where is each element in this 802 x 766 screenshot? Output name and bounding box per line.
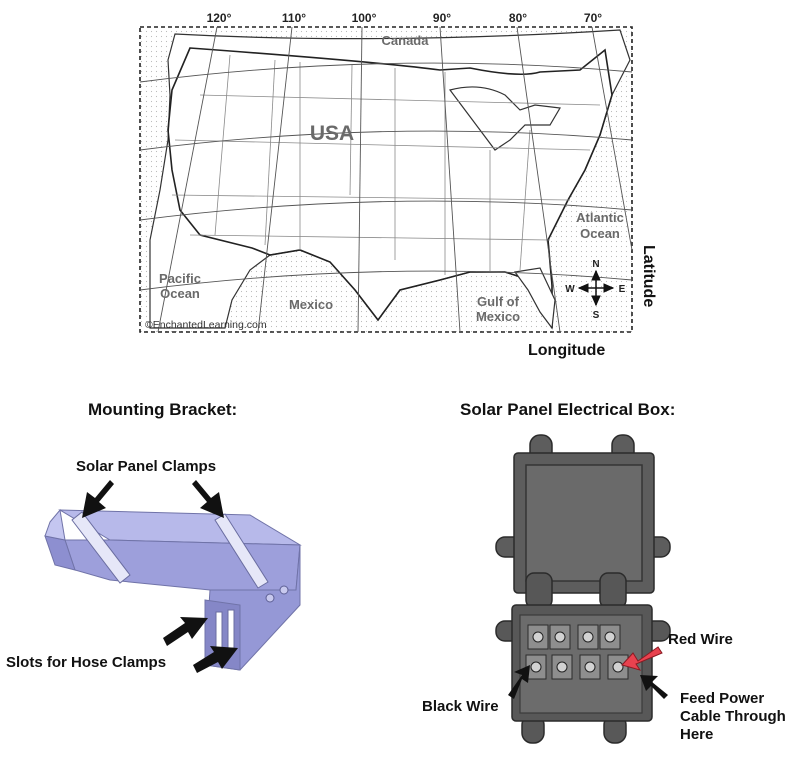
compass-e: E xyxy=(619,284,626,295)
latitude-lines xyxy=(139,62,633,291)
longitude-label-4: 80° xyxy=(509,11,527,25)
terminal-screws xyxy=(530,631,624,673)
feed-cable-arrow xyxy=(640,675,668,699)
solar-panel-clamp-left xyxy=(71,511,131,584)
feed-power-label-line2: Cable Through xyxy=(680,708,786,725)
map-credit: ©EnchantedLearning.com xyxy=(145,319,267,331)
gulf-label-line2: Mexico xyxy=(476,309,520,324)
usa-map: 120° 110° 100° 90° 80° 70° Canada USA Me… xyxy=(139,11,657,359)
hose-clamp-slot xyxy=(215,611,223,651)
red-wire-label: Red Wire xyxy=(668,631,733,648)
box-hinges xyxy=(525,572,627,609)
state-lines xyxy=(171,54,601,275)
mexico-label: Mexico xyxy=(289,297,333,312)
feed-power-label-line1: Feed Power xyxy=(680,690,765,707)
clamp-arrow-left xyxy=(82,480,114,518)
longitude-axis-label: Longitude xyxy=(528,342,605,359)
longitude-label-5: 70° xyxy=(584,11,602,25)
compass-rose xyxy=(577,269,615,307)
black-wire-arrow xyxy=(508,665,530,699)
solar-panel-clamps-label: Solar Panel Clamps xyxy=(76,458,217,475)
florida xyxy=(513,267,556,330)
compass-n: N xyxy=(592,259,599,270)
clamp-arrow-right xyxy=(192,480,224,518)
pacific-label-line1: Pacific xyxy=(159,271,201,286)
electrical-box-heading: Solar Panel Electrical Box: xyxy=(460,400,676,419)
atlantic-label-line1: Atlantic xyxy=(576,210,624,225)
mounting-bracket-illustration xyxy=(44,480,302,673)
longitude-label-1: 110° xyxy=(282,11,306,25)
longitude-label-2: 100° xyxy=(352,11,377,25)
lid-panel xyxy=(525,464,643,582)
black-wire-label: Black Wire xyxy=(422,698,499,715)
gulf-label-line1: Gulf of xyxy=(477,294,520,309)
longitude-lines xyxy=(157,26,633,333)
feed-power-label: Feed Power Cable Through Here xyxy=(680,690,786,744)
atlantic-label-line2: Ocean xyxy=(580,226,620,241)
great-lakes xyxy=(448,86,561,151)
hose-clamp-slots-label: Slots for Hose Clamps xyxy=(6,654,167,671)
feed-power-label-line3: Here xyxy=(680,726,714,743)
electrical-box-illustration xyxy=(495,434,671,744)
longitude-label-0: 120° xyxy=(207,11,232,25)
slot-arrow-lower xyxy=(193,646,238,673)
mounting-bracket-heading: Mounting Bracket: xyxy=(88,400,238,419)
slot-arrow-upper xyxy=(163,617,208,646)
longitude-label-3: 90° xyxy=(433,11,451,25)
canada-label: Canada xyxy=(382,33,430,48)
usa-border xyxy=(167,47,613,329)
compass-w: W xyxy=(565,284,575,295)
usa-label: USA xyxy=(310,122,354,145)
latitude-axis-label: Latitude xyxy=(640,245,657,307)
compass-s: S xyxy=(593,310,600,321)
pacific-label-line2: Ocean xyxy=(160,286,200,301)
red-wire-arrow xyxy=(621,646,663,671)
